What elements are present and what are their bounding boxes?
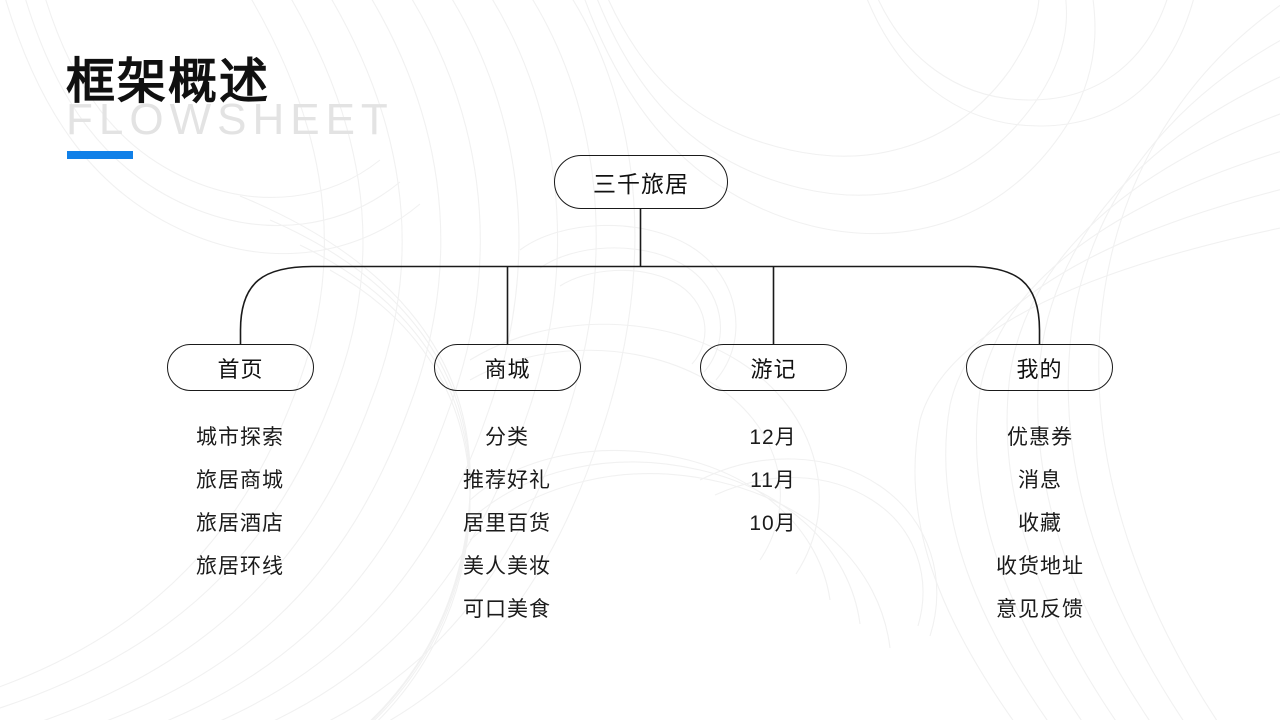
node-root[interactable]: 三千旅居: [554, 155, 728, 209]
page-subtitle-ghost: FLOWSHEET: [66, 95, 394, 144]
leaf-item[interactable]: 收藏: [1018, 512, 1062, 535]
node-branch-mine[interactable]: 我的: [966, 344, 1113, 391]
leaf-item[interactable]: 城市探索: [196, 426, 284, 449]
node-root-label: 三千旅居: [593, 171, 689, 197]
page-title: 框架概述: [66, 55, 271, 109]
leaf-column-mall: 分类 推荐好礼 居里百货 美人美妆 可口美食: [392, 416, 622, 631]
leaf-column-travelnotes: 12月 11月 10月: [658, 416, 888, 545]
leaf-item[interactable]: 美人美妆: [463, 555, 551, 578]
leaf-item[interactable]: 优惠券: [1007, 426, 1073, 449]
header-block: FLOWSHEET 框架概述: [66, 52, 586, 167]
node-branch-travelnotes[interactable]: 游记: [700, 344, 847, 391]
leaf-item[interactable]: 旅居商城: [196, 469, 284, 492]
leaf-item[interactable]: 意见反馈: [996, 598, 1084, 621]
node-branch-home[interactable]: 首页: [167, 344, 314, 391]
leaf-item[interactable]: 11月: [750, 469, 796, 492]
node-branch-label: 商城: [484, 356, 531, 382]
leaf-column-mine: 优惠券 消息 收藏 收货地址 意见反馈: [925, 416, 1155, 631]
leaf-item[interactable]: 旅居环线: [196, 555, 284, 578]
leaf-item[interactable]: 居里百货: [463, 512, 551, 535]
leaf-item[interactable]: 12月: [749, 426, 797, 449]
leaf-item[interactable]: 收货地址: [996, 555, 1084, 578]
leaf-column-home: 城市探索 旅居商城 旅居酒店 旅居环线: [125, 416, 355, 588]
leaf-item[interactable]: 分类: [485, 426, 529, 449]
node-branch-label: 首页: [217, 356, 264, 382]
accent-underline-bar: [67, 151, 133, 159]
leaf-item[interactable]: 可口美食: [463, 598, 551, 621]
node-branch-label: 我的: [1016, 356, 1063, 382]
leaf-item[interactable]: 旅居酒店: [196, 512, 284, 535]
leaf-item[interactable]: 推荐好礼: [463, 469, 551, 492]
node-branch-label: 游记: [750, 356, 797, 382]
connector-bus: [239, 265, 1041, 344]
leaf-item[interactable]: 消息: [1018, 469, 1062, 492]
leaf-item[interactable]: 10月: [749, 512, 797, 535]
node-branch-mall[interactable]: 商城: [434, 344, 581, 391]
